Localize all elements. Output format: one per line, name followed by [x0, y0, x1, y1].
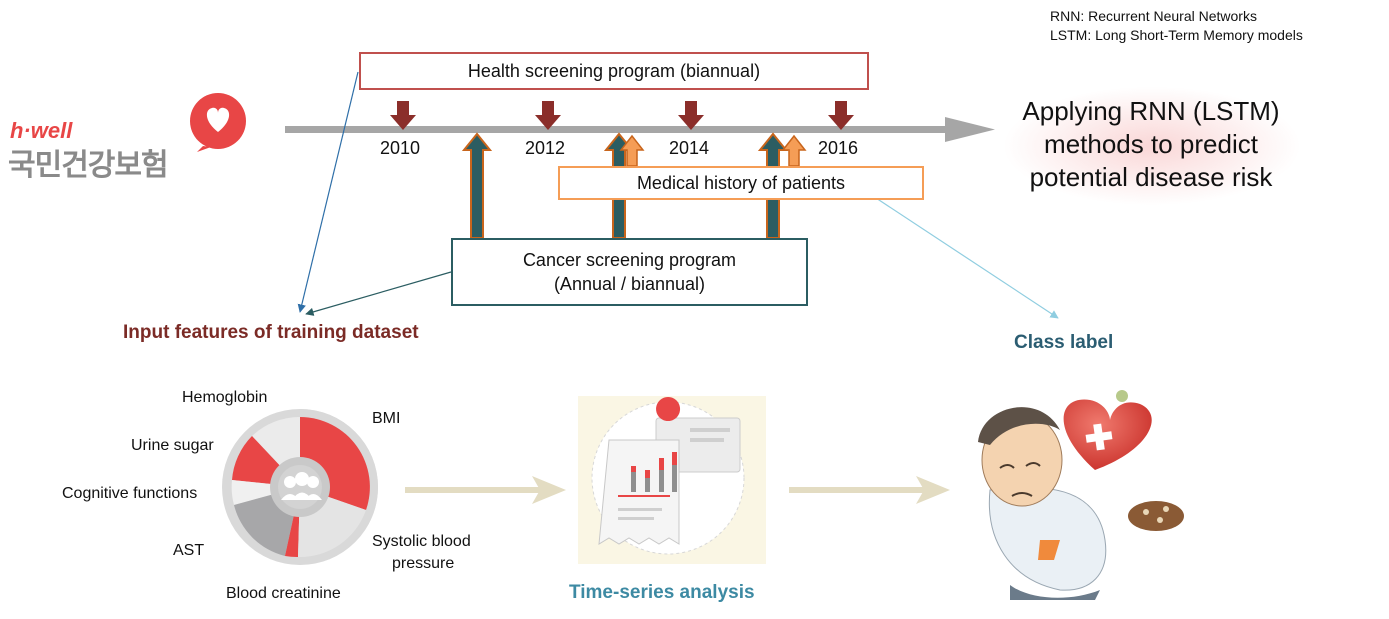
- feature-bmi: BMI: [372, 410, 401, 427]
- cancer-screening-frequency: (Annual / biannual): [553, 274, 706, 294]
- rnn-definition: RNN: Recurrent Neural Networks: [1050, 8, 1257, 24]
- abbreviation-legend: RNN: Recurrent Neural Networks LSTM: Lon…: [1050, 7, 1303, 45]
- feature-blood-creatinine: Blood creatinine: [226, 585, 341, 602]
- feature-cognitive-functions: Cognitive functions: [62, 485, 198, 502]
- logo-brand-text: h·well: [10, 118, 73, 143]
- class-label-title: Class label: [1014, 332, 1114, 353]
- connector-lines: [297, 71, 1059, 319]
- feature-urine-sugar: Urine sugar: [131, 437, 214, 454]
- flow-arrows: [405, 476, 950, 504]
- outcome-glow: [1002, 86, 1302, 206]
- cancer-screening-label: Cancer screening program: [522, 250, 737, 270]
- health-screening-box: Health screening program (biannual): [359, 52, 869, 90]
- medical-history-box: Medical history of patients: [558, 166, 924, 200]
- time-series-document-icon: [578, 396, 766, 564]
- lstm-definition: LSTM: Long Short-Term Memory models: [1050, 27, 1303, 43]
- feature-hemoglobin: Hemoglobin: [182, 389, 268, 406]
- feature-systolic-blood: Systolic blood: [372, 533, 471, 550]
- time-series-title: Time-series analysis: [569, 582, 755, 603]
- timeline-axis: [285, 117, 995, 142]
- year-label-2014: 2014: [669, 138, 710, 158]
- feature-ring-graphic: [222, 409, 378, 565]
- year-label-2010: 2010: [380, 138, 421, 158]
- feature-pressure: pressure: [392, 555, 455, 572]
- input-features-title: Input features of training dataset: [123, 322, 419, 343]
- year-label-2012: 2012: [525, 138, 566, 158]
- outcome-text: Applying RNN (LSTM) methods to predict p…: [1022, 96, 1280, 192]
- year-label-2016: 2016: [818, 138, 859, 158]
- medical-history-arrows: [619, 134, 807, 167]
- feature-ast: AST: [173, 542, 205, 559]
- cancer-screening-box: Cancer screening program (Annual / biann…: [451, 238, 808, 306]
- logo-name-text: 국민건강보험: [8, 149, 169, 182]
- sick-patient-illustration: [978, 390, 1184, 600]
- health-screening-arrows: [390, 101, 854, 130]
- logo-heart-icon: [190, 93, 246, 152]
- medical-history-label: Medical history of patients: [636, 173, 846, 193]
- health-screening-label: Health screening program (biannual): [467, 61, 761, 81]
